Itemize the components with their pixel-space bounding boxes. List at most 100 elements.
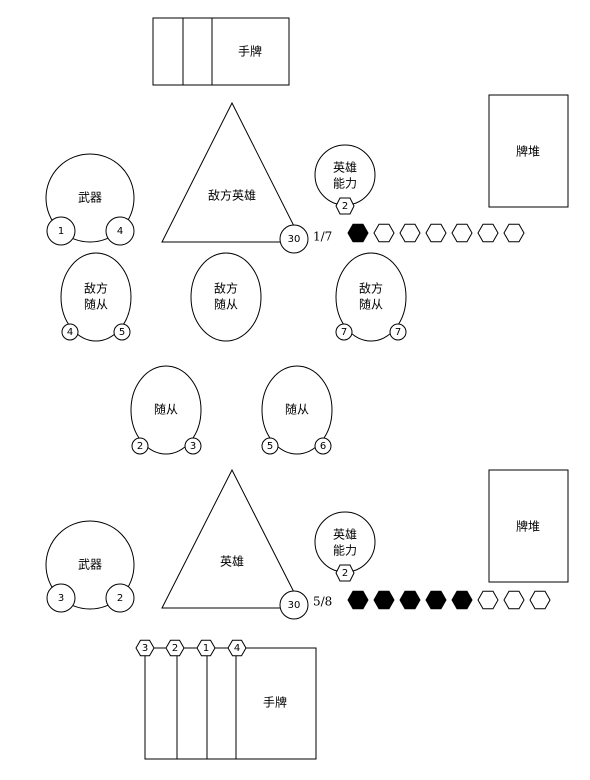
player-minion[interactable]: 随从 5 6 bbox=[261, 365, 333, 455]
player-mana-crystal-empty bbox=[529, 590, 551, 610]
enemy-hero-health: 30 bbox=[288, 234, 301, 245]
player-hero-power-circle bbox=[314, 511, 376, 573]
enemy-hero[interactable]: 敌方英雄 30 bbox=[161, 101, 309, 254]
enemy-minion[interactable]: 敌方 随从 bbox=[190, 252, 262, 342]
player-mana-crystal-full bbox=[373, 590, 395, 610]
player-mana-crystal-empty bbox=[503, 590, 525, 610]
player-hero-power-label-line2: 能力 bbox=[333, 544, 357, 558]
enemy-minion-body bbox=[60, 252, 132, 342]
enemy-mana-text: 1/7 bbox=[313, 230, 332, 244]
enemy-minion-health: 5 bbox=[119, 327, 125, 338]
enemy-minion-label-line1: 敌方 bbox=[84, 281, 108, 296]
player-mana-crystals bbox=[347, 590, 551, 610]
player-minion-attack: 5 bbox=[267, 441, 273, 452]
enemy-minion[interactable]: 敌方 随从 7 7 bbox=[335, 252, 407, 342]
player-hero-power-cost-hex bbox=[335, 564, 355, 582]
enemy-minion-label-line2: 随从 bbox=[359, 297, 383, 312]
enemy-minion-attack: 7 bbox=[341, 327, 347, 338]
player-minion[interactable]: 随从 2 3 bbox=[130, 365, 202, 455]
enemy-minion-health-badge bbox=[389, 323, 407, 341]
enemy-minion[interactable]: 敌方 随从 4 5 bbox=[60, 252, 132, 342]
enemy-minion-label-line1: 敌方 bbox=[359, 281, 383, 296]
enemy-hand-frame bbox=[152, 17, 290, 86]
player-minion-label: 随从 bbox=[154, 402, 178, 417]
enemy-minion-health-badge bbox=[113, 323, 131, 341]
enemy-minion-attack-badge bbox=[335, 323, 353, 341]
player-hero-triangle bbox=[161, 468, 303, 609]
enemy-hand: 手牌 bbox=[152, 17, 290, 86]
player-mana-crystal-empty bbox=[477, 590, 499, 610]
player-minion-health: 6 bbox=[320, 441, 326, 452]
player-hero-power-cost: 2 bbox=[342, 568, 348, 579]
hand-card-cost: 4 bbox=[234, 643, 240, 654]
player-mana-crystal-full bbox=[347, 590, 369, 610]
player-mana-crystal-full bbox=[425, 590, 447, 610]
player-hero-health: 30 bbox=[288, 600, 301, 611]
hand-card-cost-hex bbox=[135, 639, 155, 657]
enemy-hero-health-badge bbox=[279, 224, 309, 254]
enemy-mana-crystal-empty bbox=[425, 223, 447, 243]
player-minion-health: 3 bbox=[190, 441, 196, 452]
player-minion-label: 随从 bbox=[285, 402, 309, 417]
enemy-hero-label: 敌方英雄 bbox=[208, 188, 256, 203]
player-mana-crystal-full bbox=[451, 590, 473, 610]
player-minion-body bbox=[130, 365, 202, 455]
hand-card-cost: 2 bbox=[172, 643, 178, 654]
enemy-minion-body bbox=[335, 252, 407, 342]
player-mana-text: 5/8 bbox=[313, 595, 332, 609]
enemy-minion-label-line1: 敌方 bbox=[214, 281, 238, 296]
player-hero-power[interactable]: 英雄 能力 2 bbox=[314, 511, 376, 582]
player-deck-label: 牌堆 bbox=[516, 520, 540, 534]
enemy-weapon-durability-badge bbox=[105, 216, 135, 246]
enemy-weapon-label: 武器 bbox=[78, 191, 102, 205]
enemy-weapon-circle bbox=[45, 153, 135, 243]
player-weapon-durability: 2 bbox=[117, 593, 123, 604]
player-minion-attack: 2 bbox=[137, 441, 143, 452]
enemy-minion-body bbox=[190, 252, 262, 342]
enemy-deck-label: 牌堆 bbox=[516, 145, 540, 159]
enemy-minion-health: 7 bbox=[395, 327, 401, 338]
enemy-weapon-durability: 4 bbox=[117, 226, 123, 237]
enemy-mana-crystal-empty bbox=[399, 223, 421, 243]
player-hand-frame bbox=[144, 647, 317, 760]
player-weapon-circle bbox=[45, 520, 135, 610]
player-hero-label: 英雄 bbox=[220, 554, 244, 569]
player-minion-health-badge bbox=[184, 437, 202, 455]
enemy-weapon[interactable]: 武器 1 4 bbox=[45, 153, 135, 246]
enemy-mana-crystal-empty bbox=[451, 223, 473, 243]
enemy-minion-label-line2: 随从 bbox=[84, 297, 108, 312]
player-weapon[interactable]: 武器 3 2 bbox=[45, 520, 135, 613]
hand-card-cost: 1 bbox=[203, 643, 209, 654]
enemy-deck[interactable]: 牌堆 bbox=[488, 94, 569, 208]
player-weapon-attack-badge bbox=[46, 583, 76, 613]
player-weapon-attack: 3 bbox=[58, 593, 64, 604]
player-minion-attack-badge bbox=[131, 437, 149, 455]
player-hero-health-badge bbox=[279, 590, 309, 620]
enemy-hero-triangle bbox=[161, 101, 303, 243]
enemy-minion-attack: 4 bbox=[67, 327, 73, 338]
player-weapon-label: 武器 bbox=[78, 558, 102, 572]
player-deck-frame bbox=[488, 469, 569, 583]
player-minion-body bbox=[261, 365, 333, 455]
enemy-hero-power-cost-hex bbox=[335, 197, 355, 215]
enemy-hero-power-label-line1: 英雄 bbox=[333, 160, 357, 175]
enemy-mana-crystal-empty bbox=[503, 223, 525, 243]
enemy-minion-attack-badge bbox=[61, 323, 79, 341]
hand-card-cost-hex bbox=[227, 639, 247, 657]
enemy-weapon-attack: 1 bbox=[58, 226, 64, 237]
player-deck[interactable]: 牌堆 bbox=[488, 469, 569, 583]
hand-card-cost-hex bbox=[165, 639, 185, 657]
player-minion-health-badge bbox=[314, 437, 332, 455]
enemy-hero-power-label-line2: 能力 bbox=[333, 177, 357, 191]
player-hero[interactable]: 英雄 30 bbox=[161, 468, 309, 620]
enemy-weapon-attack-badge bbox=[46, 216, 76, 246]
enemy-hand-label: 手牌 bbox=[238, 45, 262, 59]
enemy-hero-power-circle bbox=[314, 144, 376, 206]
enemy-hero-power-cost: 2 bbox=[342, 201, 348, 212]
enemy-mana-crystal-empty bbox=[477, 223, 499, 243]
player-weapon-durability-badge bbox=[105, 583, 135, 613]
enemy-hero-power[interactable]: 英雄 能力 2 bbox=[314, 144, 376, 215]
